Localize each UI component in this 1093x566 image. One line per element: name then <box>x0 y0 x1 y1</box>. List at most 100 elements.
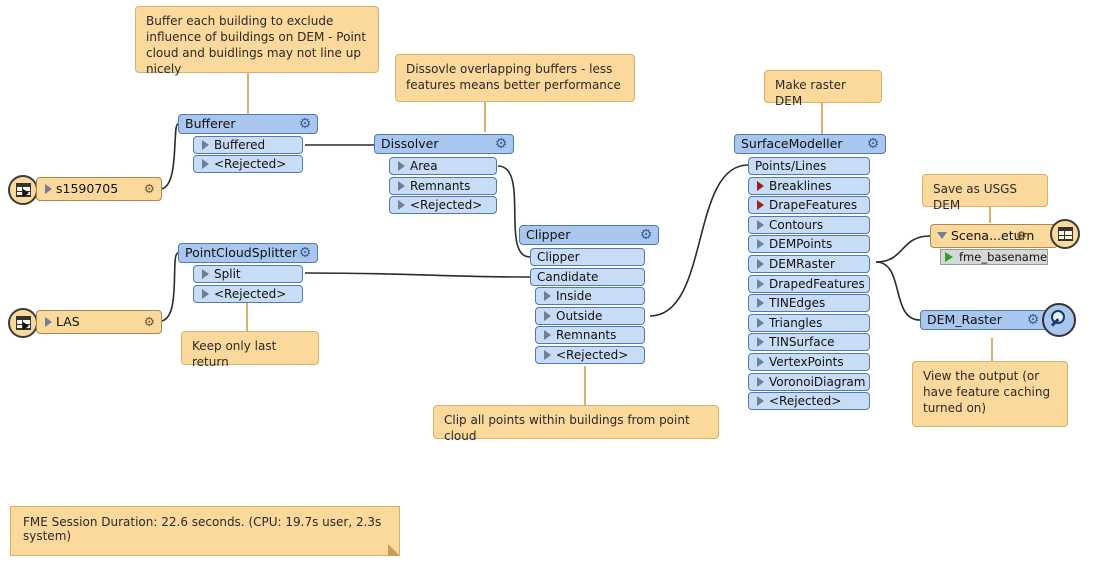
surfacemodeller-input-points-lines[interactable]: Points/Lines <box>748 157 870 175</box>
note-raster: Make raster DEM <box>764 70 882 135</box>
triangle-port-icon <box>544 291 551 301</box>
chevron-down-icon[interactable] <box>937 232 947 239</box>
port-label: Remnants <box>410 179 471 193</box>
note-last-return-tail <box>246 302 248 332</box>
surfacemodeller-input-drapefeatures[interactable]: DrapeFeatures <box>748 196 870 214</box>
note-dissolve: Dissovle overlapping buffers - less feat… <box>395 54 635 132</box>
reader-buildings-icon[interactable] <box>8 175 38 205</box>
triangle-port-icon <box>202 289 209 299</box>
triangle-port-icon <box>757 377 764 387</box>
surfacemodeller-port-contours[interactable]: Contours <box>748 216 870 234</box>
wire-reader-to-bufferer <box>159 123 179 190</box>
gear-icon[interactable]: ⚙ <box>298 116 312 132</box>
gear-icon[interactable]: ⚙ <box>143 181 155 196</box>
note-raster-tail <box>821 103 823 135</box>
port-label: Points/Lines <box>755 159 827 173</box>
session-duration-text: FME Session Duration: 22.6 seconds. (CPU… <box>23 515 382 543</box>
port-label: TINSurface <box>769 335 835 349</box>
bufferer-port-buffered[interactable]: Buffered <box>193 136 303 154</box>
dissolver-port-rejected[interactable]: <Rejected> <box>389 196 497 214</box>
triangle-port-icon <box>757 396 764 406</box>
transformer-dissolver[interactable]: Dissolver ⚙ <box>374 134 514 154</box>
writer-table-icon[interactable] <box>1050 219 1080 249</box>
writer-title: Scena...eturn <box>951 228 1035 243</box>
triangle-port-icon <box>202 140 209 150</box>
inspector-title: DEM_Raster <box>927 312 1002 327</box>
surfacemodeller-port-vertexpoints[interactable]: VertexPoints <box>748 353 870 371</box>
port-label: Contours <box>769 218 824 232</box>
note-dissolve-text: Dissovle overlapping buffers - less feat… <box>406 62 621 92</box>
writer-dem[interactable]: Scena...eturn ⚙ <box>930 224 1058 248</box>
surfacemodeller-port-voronoidiagram[interactable]: VoronoiDiagram <box>748 373 870 391</box>
triangle-port-icon <box>757 220 764 230</box>
dissolver-port-remnants[interactable]: Remnants <box>389 177 497 195</box>
table-icon <box>1058 227 1073 241</box>
clipper-port-remnants[interactable]: Remnants <box>535 326 645 344</box>
gear-icon[interactable]: ⚙ <box>1015 228 1027 243</box>
clipper-input-clipper[interactable]: Clipper <box>530 248 645 266</box>
triangle-port-icon <box>757 279 764 289</box>
port-label: <Rejected> <box>769 394 842 408</box>
note-dissolve-tail <box>484 102 486 132</box>
clipper-port-inside[interactable]: Inside <box>535 287 645 305</box>
gear-icon[interactable]: ⚙ <box>639 227 653 243</box>
clipper-port-rejected[interactable]: <Rejected> <box>535 346 645 364</box>
triangle-port-icon <box>202 159 209 169</box>
dissolver-port-area[interactable]: Area <box>389 157 497 175</box>
triangle-port-icon <box>945 252 953 262</box>
triangle-port-icon <box>45 184 52 194</box>
reader-las-label: LAS <box>56 314 80 329</box>
surfacemodeller-port-drapedfeatures[interactable]: DrapedFeatures <box>748 275 870 293</box>
port-label: Breaklines <box>769 179 832 193</box>
wire-split-to-candidate <box>304 272 531 278</box>
gear-icon[interactable]: ⚙ <box>298 245 312 261</box>
surfacemodeller-input-breaklines[interactable]: Breaklines <box>748 177 870 195</box>
triangle-port-icon <box>757 318 764 328</box>
note-view: View the output (or have feature caching… <box>912 338 1068 427</box>
port-label: DrapeFeatures <box>769 198 858 212</box>
port-label: Split <box>214 267 241 281</box>
transformer-bufferer[interactable]: Bufferer ⚙ <box>178 114 318 134</box>
gear-icon[interactable]: ⚙ <box>866 136 880 152</box>
note-clip-text: Clip all points within buildings from po… <box>444 413 690 443</box>
writer-attribute-fme-basename[interactable]: fme_basename <box>940 249 1048 265</box>
note-clip-tail <box>584 366 586 406</box>
reader-buildings-label: s1590705 <box>56 181 119 196</box>
transformer-pointcloudsplitter[interactable]: PointCloudSplitter ⚙ <box>178 243 318 263</box>
gear-icon[interactable]: ⚙ <box>143 314 155 329</box>
port-label: <Rejected> <box>556 348 629 362</box>
inspector-dem-raster[interactable]: DEM_Raster ⚙ <box>920 310 1050 330</box>
gear-icon[interactable]: ⚙ <box>494 136 508 152</box>
bufferer-port-rejected[interactable]: <Rejected> <box>193 155 303 173</box>
surfacemodeller-port-tinedges[interactable]: TINEdges <box>748 294 870 312</box>
attribute-label: fme_basename <box>959 250 1048 264</box>
clipper-port-outside[interactable]: Outside <box>535 307 645 325</box>
pointcloudsplitter-port-split[interactable]: Split <box>193 265 303 283</box>
port-label: DrapedFeatures <box>769 277 865 291</box>
magnifier-icon[interactable] <box>1042 303 1076 337</box>
transformer-surfacemodeller[interactable]: SurfaceModeller ⚙ <box>734 134 886 154</box>
clipper-input-candidate[interactable]: Candidate <box>530 268 645 286</box>
reader-las[interactable]: LAS ⚙ <box>36 310 162 334</box>
port-label: TINEdges <box>769 296 826 310</box>
surfacemodeller-port-triangles[interactable]: Triangles <box>748 314 870 332</box>
note-view-text: View the output (or have feature caching… <box>923 369 1051 415</box>
note-view-tail <box>991 338 993 362</box>
transformer-clipper[interactable]: Clipper ⚙ <box>519 225 659 245</box>
triangle-port-icon <box>398 161 405 171</box>
port-label: <Rejected> <box>410 198 483 212</box>
surfacemodeller-port-dempoints[interactable]: DEMPoints <box>748 235 870 253</box>
surfacemodeller-port-rejected[interactable]: <Rejected> <box>748 392 870 410</box>
triangle-port-icon <box>757 200 764 210</box>
note-buffer-text: Buffer each building to exclude influenc… <box>146 14 367 76</box>
gear-icon[interactable]: ⚙ <box>1026 312 1040 328</box>
reader-las-icon[interactable] <box>8 308 38 338</box>
port-label: Inside <box>556 289 592 303</box>
surfacemodeller-port-demraster[interactable]: DEMRaster <box>748 255 870 273</box>
pointcloudsplitter-port-rejected[interactable]: <Rejected> <box>193 285 303 303</box>
clipper-title: Clipper <box>526 227 571 242</box>
triangle-port-icon <box>757 357 764 367</box>
reader-buildings[interactable]: s1590705 ⚙ <box>36 177 162 201</box>
surfacemodeller-port-tinsurface[interactable]: TINSurface <box>748 333 870 351</box>
